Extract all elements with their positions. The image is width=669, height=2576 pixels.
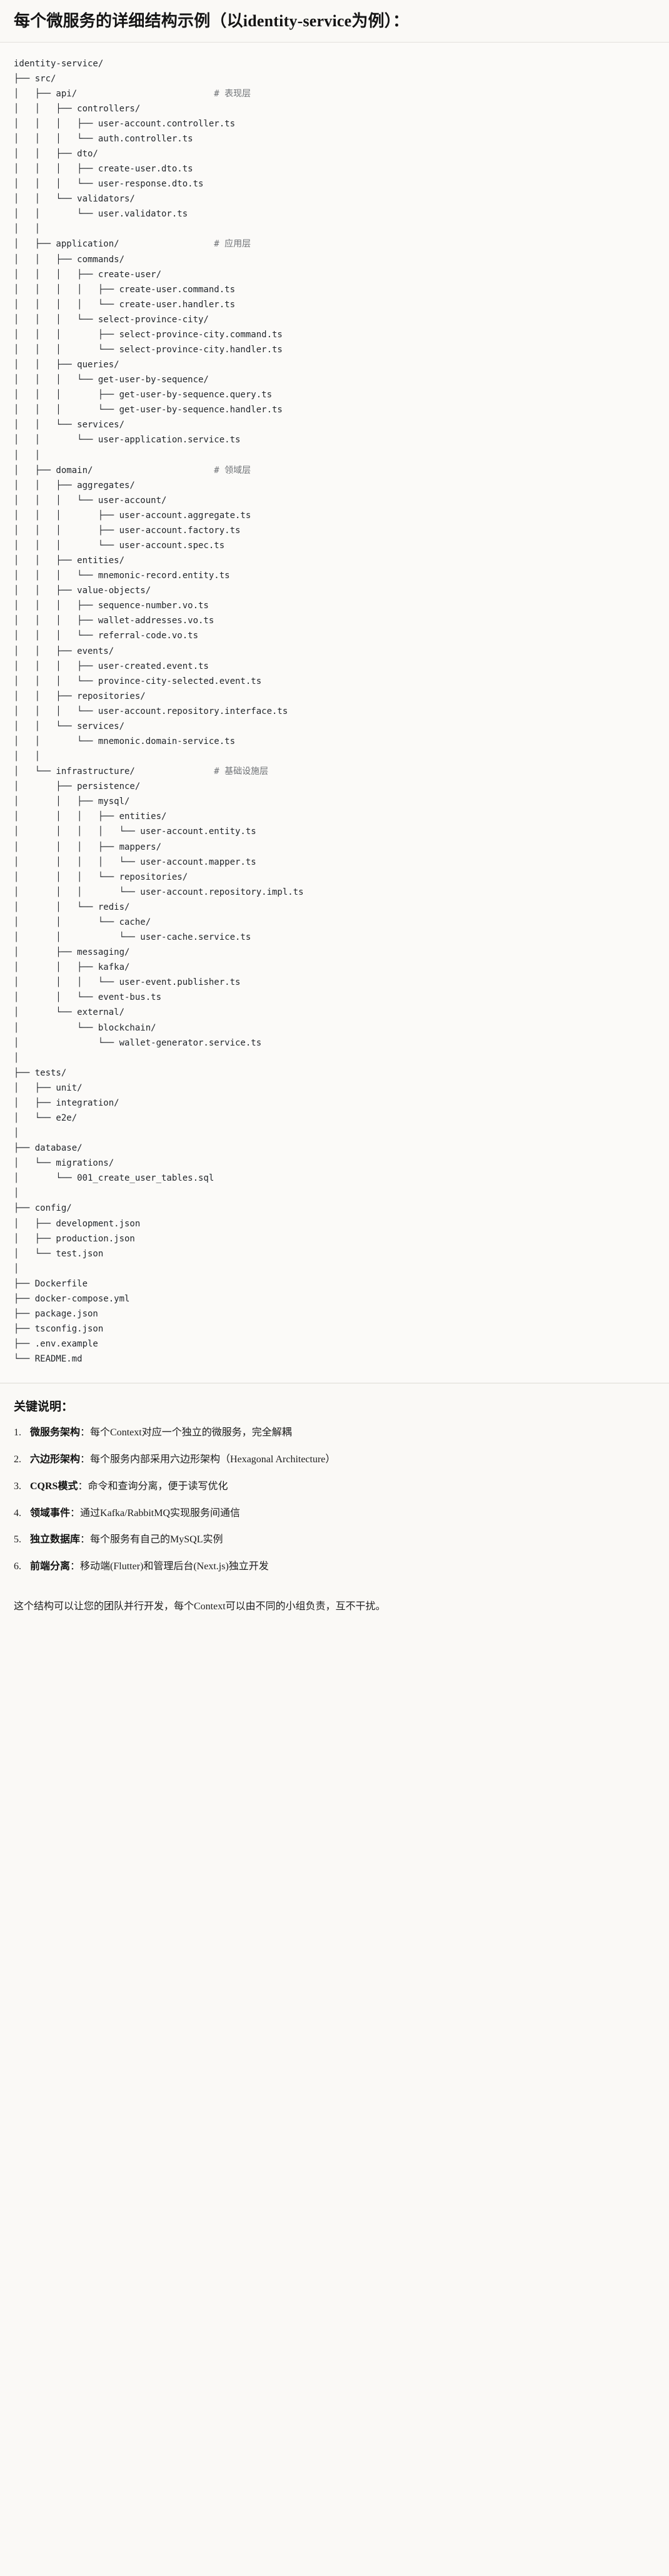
list-item: 1. 微服务架构：每个Context对应一个独立的微服务，完全解耦: [14, 1425, 655, 1441]
list-item: 6. 前端分离：移动端(Flutter)和管理后台(Next.js)独立开发: [14, 1559, 655, 1575]
closing-paragraph: 这个结构可以让您的团队并行开发，每个Context可以由不同的小组负责，互不干扰…: [14, 1601, 386, 1612]
directory-tree-section: identity-service/ ├── src/ │ ├── api/ # …: [0, 42, 669, 1384]
list-item-separator: ：: [78, 1480, 88, 1492]
list-item-separator: ：: [80, 1454, 91, 1465]
list-item: 2. 六边形架构：每个服务内部采用六边形架构（Hexagonal Architec…: [14, 1452, 655, 1468]
list-item-index: 6.: [14, 1561, 21, 1572]
heading-section: 每个微服务的详细结构示例（以identity-service为例）：: [0, 0, 669, 43]
list-item-term: 独立数据库: [30, 1534, 81, 1545]
list-item-separator: ：: [70, 1561, 81, 1572]
list-item-term: 微服务架构: [30, 1427, 81, 1438]
list-item-separator: ：: [80, 1534, 91, 1545]
list-item-index: 4.: [14, 1507, 21, 1519]
page-root: 每个微服务的详细结构示例（以identity-service为例）： ident…: [0, 0, 669, 1631]
list-item-description: 每个Context对应一个独立的微服务，完全解耦: [90, 1427, 292, 1438]
directory-tree: identity-service/ ├── src/ │ ├── api/ # …: [14, 56, 655, 1367]
page-title: 每个微服务的详细结构示例（以identity-service为例）：: [14, 12, 410, 30]
tree-layer-comment: # 领域层: [214, 465, 251, 476]
list-item-term: CQRS模式: [30, 1480, 78, 1492]
list-item-separator: ：: [80, 1427, 91, 1438]
tree-layer-comment: # 应用层: [214, 239, 251, 250]
list-item: 3. CQRS模式：命令和查询分离，便于读写优化: [14, 1479, 655, 1495]
key-notes-list: 1.微服务架构：每个Context对应一个独立的微服务，完全解耦 2.六边形架构…: [14, 1425, 655, 1575]
list-item-description: 每个服务内部采用六边形架构（Hexagonal Architecture）: [90, 1454, 336, 1465]
directory-tree-code: identity-service/ ├── src/ │ ├── api/ # …: [14, 58, 304, 1365]
list-item-term: 六边形架构: [30, 1454, 81, 1465]
list-item-separator: ：: [70, 1507, 81, 1519]
key-notes-section: 关键说明： 1.微服务架构：每个Context对应一个独立的微服务，完全解耦 2…: [0, 1383, 669, 1592]
list-item: 5. 独立数据库：每个服务有自己的MySQL实例: [14, 1532, 655, 1548]
list-item-term: 前端分离: [30, 1561, 71, 1572]
list-item-description: 移动端(Flutter)和管理后台(Next.js)独立开发: [80, 1561, 269, 1572]
tree-layer-comment: # 基础设施层: [214, 766, 269, 777]
list-item-index: 1.: [14, 1427, 21, 1438]
tree-layer-comment: # 表现层: [214, 88, 251, 99]
list-item-index: 5.: [14, 1534, 21, 1545]
list-item-term: 领域事件: [30, 1507, 71, 1519]
list-item-description: 命令和查询分离，便于读写优化: [88, 1480, 228, 1492]
closing-section: 这个结构可以让您的团队并行开发，每个Context可以由不同的小组负责，互不干扰…: [0, 1592, 669, 1631]
list-item: 4. 领域事件：通过Kafka/RabbitMQ实现服务间通信: [14, 1506, 655, 1522]
list-item-description: 每个服务有自己的MySQL实例: [90, 1534, 223, 1545]
list-item-index: 2.: [14, 1454, 21, 1465]
list-item-description: 通过Kafka/RabbitMQ实现服务间通信: [80, 1507, 241, 1519]
key-notes-title: 关键说明：: [14, 1400, 74, 1414]
list-item-index: 3.: [14, 1480, 21, 1492]
